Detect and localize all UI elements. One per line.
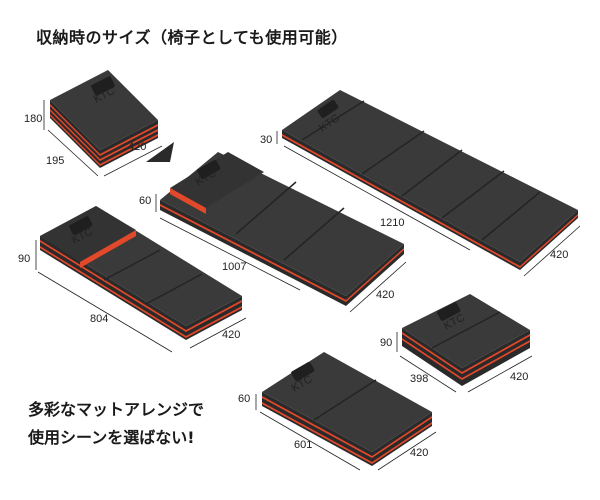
dim-height: 180 [24, 113, 42, 125]
tagline-line-1: 多彩なマットアレンジで [28, 400, 205, 419]
config-three-panel: KTC 90 804 420 [18, 206, 247, 353]
dim-width: 195 [46, 155, 64, 167]
dim-length: 398 [410, 373, 428, 385]
dim-length: 804 [90, 313, 108, 325]
page-title: 収納時のサイズ（椅子としても使用可能） [36, 28, 348, 47]
tagline-line-2: 使用シーンを選ばない! [28, 428, 195, 447]
config-mid-flat: KTC 60 1007 420 [139, 152, 407, 313]
dim-length: 420 [128, 141, 146, 153]
handle-cutout [437, 302, 461, 321]
dim-height: 30 [260, 134, 272, 146]
dim-height: 60 [139, 195, 151, 207]
dim-width: 420 [510, 371, 528, 383]
dim-width: 420 [222, 329, 240, 341]
arrow-icon [146, 142, 174, 162]
dim-width: 420 [376, 289, 394, 301]
tagline: 多彩なマットアレンジで 使用シーンを選ばない! [28, 396, 204, 452]
handle-cutout [197, 160, 221, 180]
dim-length: 601 [294, 439, 312, 451]
handle-cutout [291, 362, 315, 382]
dim-length: 1007 [222, 261, 246, 273]
config-long-flat: KTC 30 1210 420 [260, 90, 581, 277]
dim-width: 420 [410, 447, 428, 459]
config-small-stack: KTC 90 398 420 [380, 294, 533, 393]
handle-cutout [69, 216, 93, 235]
dim-height: 90 [380, 337, 392, 349]
handle-cutout [91, 76, 115, 96]
dim-height: 60 [238, 393, 250, 405]
config-two-panel: KTC 60 601 420 [238, 352, 437, 471]
config-stacked-cube: KTC 180 195 420 [24, 70, 163, 177]
handle-cutout [317, 100, 339, 118]
dim-length: 1210 [380, 217, 404, 229]
dim-height: 90 [18, 253, 30, 265]
dim-width: 420 [550, 249, 568, 261]
